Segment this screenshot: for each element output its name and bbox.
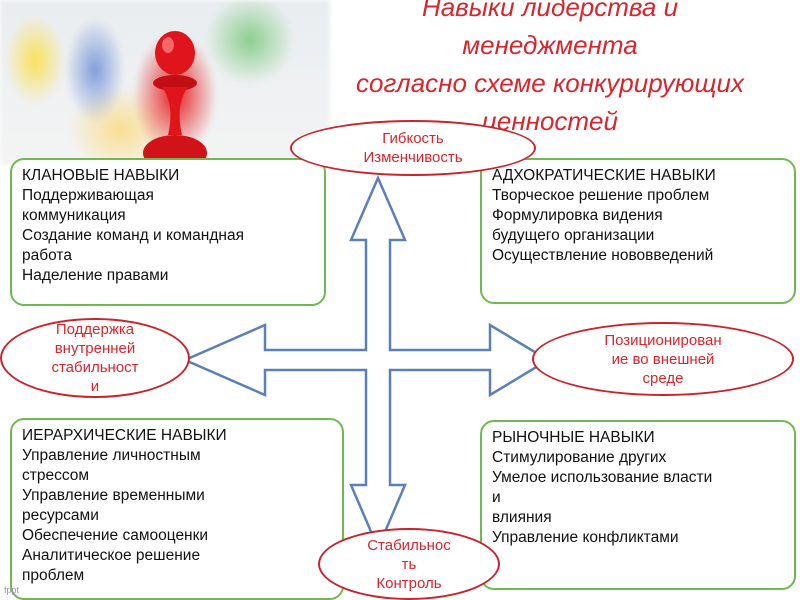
title-line: менеджмента — [462, 30, 638, 60]
oval-line: ие во внешней — [611, 350, 715, 368]
box-line: Стимулирование других — [492, 449, 667, 466]
oval-line: Позиционирован — [604, 331, 722, 349]
box-line: будущего организации — [492, 227, 655, 244]
footer-watermark: fppt — [4, 585, 20, 595]
box-line: и — [492, 489, 501, 506]
box-line: Создание команд и командная — [22, 227, 244, 244]
hierarchy-skills-box: ИЕРАРХИЧЕСКИЕ НАВЫКИ Управление личностн… — [10, 418, 344, 600]
box-line: Управление личностным — [22, 447, 201, 464]
box-line: Управление временными — [22, 487, 205, 504]
box-line: Управление конфликтами — [492, 529, 679, 546]
box-line: ресурсами — [22, 507, 99, 524]
oval-line: внутренней — [54, 340, 136, 357]
oval-line: и — [90, 378, 100, 395]
oval-line: Поддержка — [55, 321, 135, 338]
adhocracy-skills-box: АДХОКРАТИЧЕСКИЕ НАВЫКИ Творческое решени… — [480, 158, 796, 304]
title-line: согласно схеме конкурирующих — [356, 68, 744, 98]
box-line: Формулировка видения — [492, 207, 663, 224]
box-line: коммуникация — [22, 207, 126, 224]
box-line: Осуществление нововведений — [492, 247, 714, 264]
box-line: проблем — [22, 567, 85, 584]
box-line: Творческое решение проблем — [492, 187, 710, 204]
box-line: работа — [22, 247, 72, 264]
box-heading: КЛАНОВЫЕ НАВЫКИ — [22, 167, 180, 184]
box-line: Аналитическое решение — [22, 547, 201, 564]
box-heading: РЫНОЧНЫЕ НАВЫКИ — [492, 429, 655, 446]
box-line: Поддерживающая — [22, 187, 154, 204]
stability-control-oval: Стабильнос ть Контроль — [318, 528, 500, 600]
box-heading: ИЕРАРХИЧЕСКИЕ НАВЫКИ — [22, 427, 227, 444]
title-line: Навыки лидерства и — [421, 0, 679, 22]
oval-line: Изменчивость — [363, 149, 463, 166]
oval-line: Стабильнос — [367, 536, 451, 554]
box-line: Обеспечение самооценки — [22, 527, 209, 544]
oval-line: стабильност — [51, 359, 139, 376]
external-positioning-oval: Позиционирован ие во внешней среде — [532, 322, 794, 396]
clan-skills-box: КЛАНОВЫЕ НАВЫКИ Поддерживающая коммуника… — [10, 158, 326, 306]
oval-line: среде — [642, 369, 684, 387]
box-line: Умелое использование власти — [492, 469, 713, 486]
oval-line: Гибкость — [382, 130, 444, 147]
page-title: Навыки лидерства и менеджмента согласно … — [300, 0, 800, 140]
market-skills-box: РЫНОЧНЫЕ НАВЫКИ Стимулирование других Ум… — [480, 420, 796, 590]
box-line: стрессом — [22, 467, 90, 484]
oval-line: ть — [401, 555, 417, 573]
box-line: влияния — [492, 509, 552, 526]
flexibility-oval: Гибкость Изменчивость — [290, 120, 536, 176]
oval-line: Контроль — [376, 574, 442, 592]
internal-stability-oval: Поддержка внутренней стабильност и — [0, 318, 190, 398]
box-line: Наделение правами — [22, 267, 169, 284]
box-heading: АДХОКРАТИЧЕСКИЕ НАВЫКИ — [492, 167, 716, 184]
